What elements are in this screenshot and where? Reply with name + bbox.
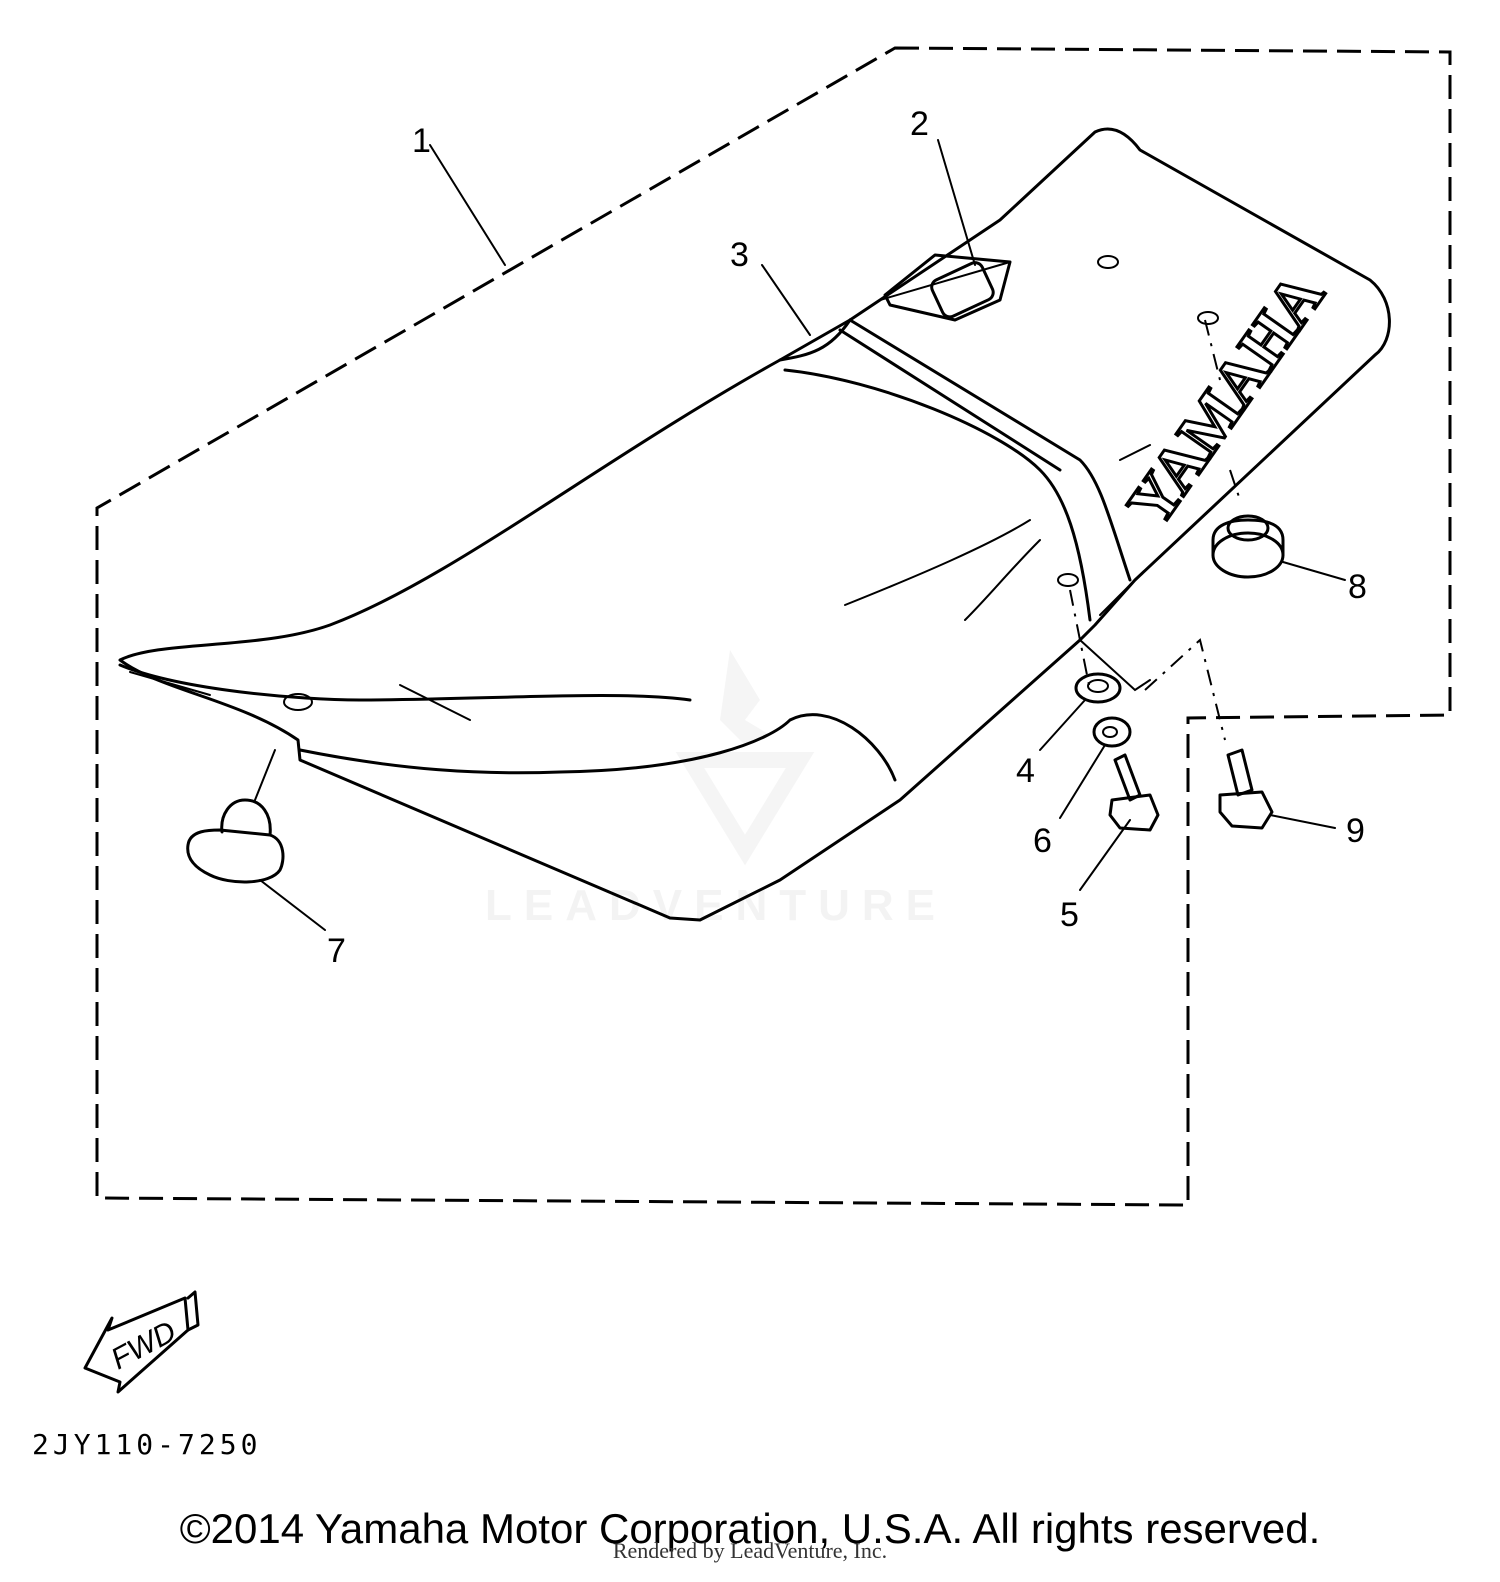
part-5-bolt [1108,753,1160,832]
part-4-collar [1074,672,1122,704]
fwd-label: FWD [106,1315,182,1376]
diagram-part-code: 2JY110-7250 [32,1428,262,1461]
callout-2: 2 [910,105,929,143]
callout-4: 4 [1016,752,1035,790]
part-6-washer [1092,716,1132,748]
callout-8: 8 [1348,568,1367,606]
assembly-boundary [95,46,1452,1207]
callout-5: 5 [1060,896,1079,934]
part-8-seat-damper [1211,514,1285,579]
copyright-notice: ©2014 Yamaha Motor Corporation, U.S.A. A… [179,1505,1321,1552]
leadventure-watermark-logo: LEADVENTURE [485,650,947,930]
watermark-text: LEADVENTURE [485,881,947,930]
callout-6: 6 [1033,822,1052,860]
part-7-seat-damper [186,798,285,884]
callout-9: 9 [1346,812,1365,850]
callout-7: 7 [327,932,346,970]
rendered-by-notice: Rendered by LeadVenture, Inc. [612,1538,888,1563]
forward-direction-arrow: FWD [83,1290,200,1394]
seat-assembly: YAMAHA [118,127,1391,922]
part-9-bolt [1218,748,1274,830]
callout-3: 3 [730,236,749,274]
callout-1: 1 [412,122,431,160]
